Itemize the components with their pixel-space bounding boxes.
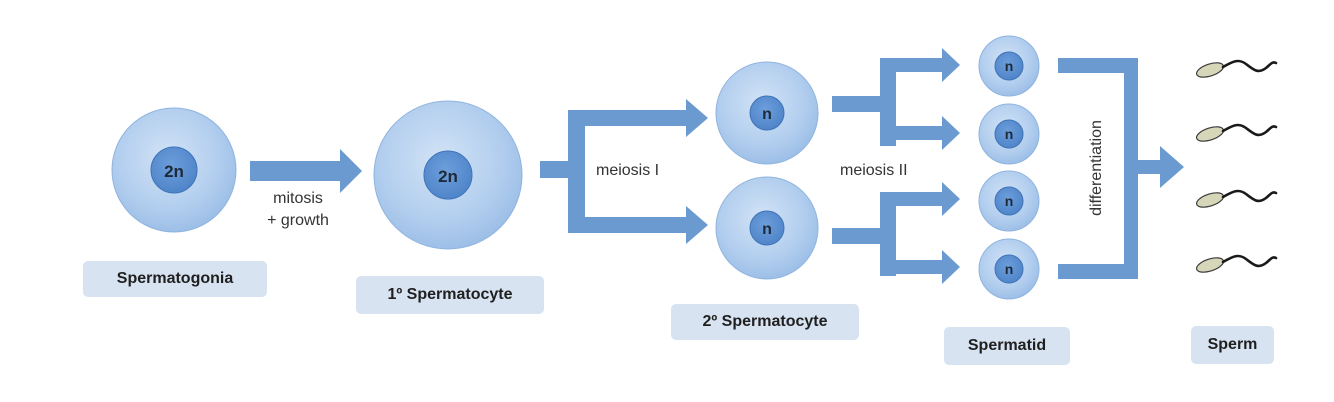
sperm-icon <box>1195 189 1278 208</box>
nucleus-label: n <box>762 221 772 238</box>
meiosis-2-label: meiosis II <box>840 162 908 179</box>
mitosis-arrow <box>250 149 362 193</box>
meiosis-1-lower-arrow <box>568 206 708 244</box>
mitosis-label: mitosis <box>273 190 323 207</box>
meiosis-2-lower-vertical <box>880 192 896 276</box>
sperm-label: Sperm <box>1191 326 1274 364</box>
sperm-icon <box>1195 123 1278 142</box>
meiosis-1-upper-arrow <box>568 99 708 137</box>
nucleus-label: n <box>1005 58 1014 74</box>
meiosis-2-upper-arrow-1 <box>880 48 960 82</box>
differentiation-bracket-bottom <box>1058 264 1138 279</box>
primary-spermatocyte-label: 1º Spermatocyte <box>356 276 544 314</box>
secondary-spermatocyte-cell-1: n <box>715 61 819 165</box>
differentiation-bracket-side <box>1124 58 1138 279</box>
differentiation-label: differentiation <box>1088 120 1105 216</box>
meiosis-2-lower-stem <box>832 228 886 244</box>
nucleus-label: n <box>1005 126 1014 142</box>
meiosis-1-branch-vertical <box>568 110 585 233</box>
meiosis-2-lower-arrow-2 <box>880 250 960 284</box>
differentiation-bracket-top <box>1058 58 1138 73</box>
sperm-icon <box>1195 59 1278 78</box>
growth-label: + growth <box>267 212 329 229</box>
meiosis-2-upper-vertical <box>880 58 896 146</box>
spermatid-cell-3: n <box>978 170 1040 232</box>
meiosis-2-upper-stem <box>832 96 886 112</box>
differentiation-arrow <box>1138 146 1184 188</box>
secondary-spermatocyte-label: 2º Spermatocyte <box>671 304 859 340</box>
meiosis-2-upper-arrow-2 <box>880 116 960 150</box>
nucleus-label: n <box>1005 193 1014 209</box>
meiosis-1-label: meiosis I <box>596 162 659 179</box>
spermatid-cell-1: n <box>978 35 1040 97</box>
nucleus-label: n <box>762 106 772 123</box>
secondary-spermatocyte-cell-2: n <box>715 176 819 280</box>
spermatid-cell-2: n <box>978 103 1040 165</box>
nucleus-label: 2n <box>164 162 184 181</box>
meiosis-2-lower-arrow-1 <box>880 182 960 216</box>
spermatogonia-label: Spermatogonia <box>83 261 267 297</box>
spermatid-cell-4: n <box>978 238 1040 300</box>
sperm-icon <box>1195 254 1278 273</box>
arrows <box>250 48 1184 284</box>
spermatogonia-cell: 2n <box>111 107 237 233</box>
spermatid-label: Spermatid <box>944 327 1070 365</box>
primary-spermatocyte-cell: 2n <box>373 100 523 250</box>
nucleus-label: 2n <box>438 167 458 186</box>
nucleus-label: n <box>1005 261 1014 277</box>
meiosis-1-stem <box>540 161 574 178</box>
